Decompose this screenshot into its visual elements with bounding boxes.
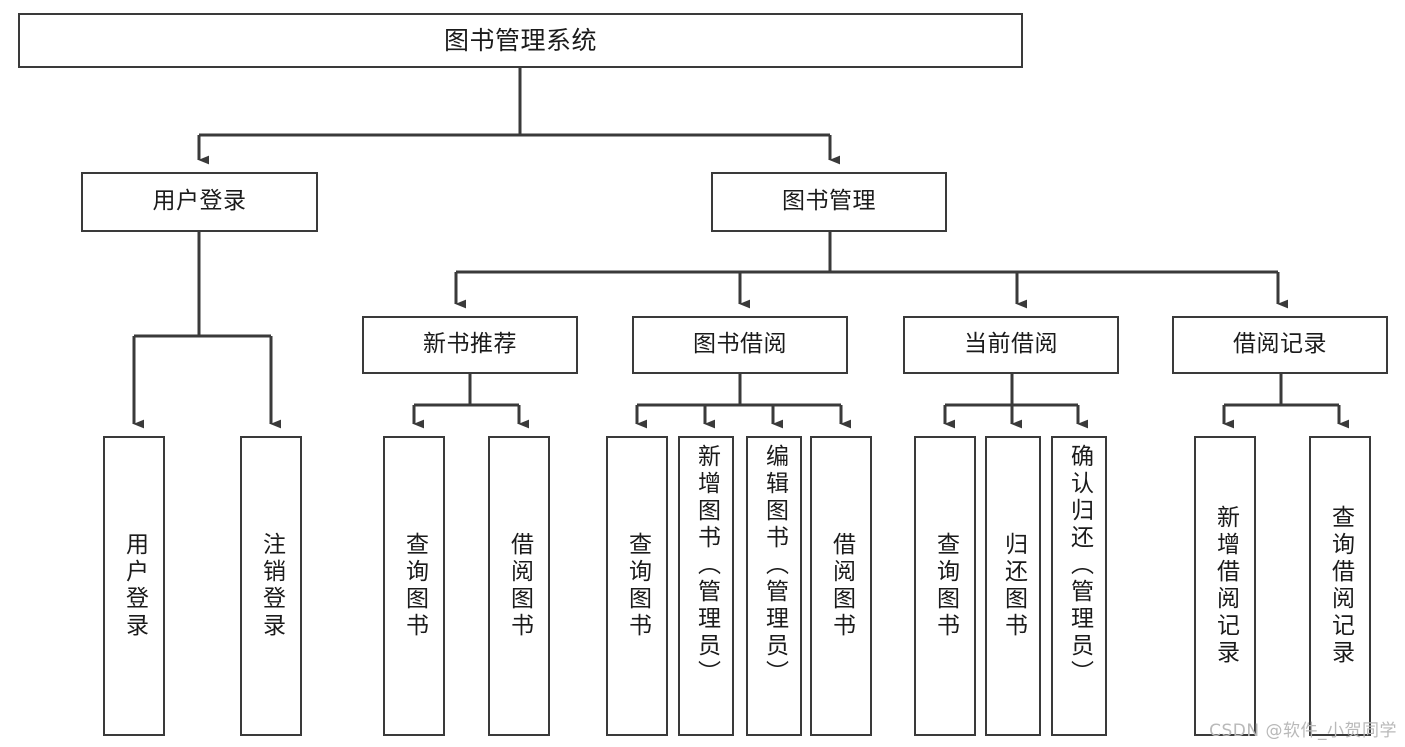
leaf-new-book-query-book[interactable]: 查询图书 [383, 436, 445, 736]
node-borrow-record-label: 借阅记录 [1233, 331, 1327, 358]
leaf-current-borrow-query-book[interactable]: 查询图书 [914, 436, 976, 736]
leaf-new-book-borrow-book[interactable]: 借阅图书 [488, 436, 550, 736]
leaf-borrow-record-add-record[interactable]: 新增借阅记录 [1194, 436, 1256, 736]
node-current-borrow[interactable]: 当前借阅 [903, 316, 1119, 374]
node-root-system[interactable]: 图书管理系统 [18, 13, 1023, 68]
node-book-management[interactable]: 图书管理 [711, 172, 947, 232]
node-new-book-recommend[interactable]: 新书推荐 [362, 316, 578, 374]
leaf-current-borrow-confirm-return-label: 确认归还（管理员） [1066, 444, 1093, 687]
leaf-book-borrow-add-book[interactable]: 新增图书（管理员） [678, 436, 734, 736]
leaf-book-borrow-query-book-label: 查询图书 [624, 532, 651, 640]
leaf-borrow-record-query-record-label: 查询借阅记录 [1327, 505, 1354, 667]
leaf-new-book-query-book-label: 查询图书 [401, 532, 428, 640]
node-new-book-recommend-label: 新书推荐 [423, 331, 517, 358]
leaf-borrow-record-query-record[interactable]: 查询借阅记录 [1309, 436, 1371, 736]
leaf-current-borrow-return-book[interactable]: 归还图书 [985, 436, 1041, 736]
node-user-login[interactable]: 用户登录 [81, 172, 318, 232]
csdn-watermark: CSDN @软件_小贺同学 [1209, 721, 1397, 741]
node-book-management-label: 图书管理 [782, 188, 876, 215]
node-current-borrow-label: 当前借阅 [964, 331, 1058, 358]
node-borrow-record[interactable]: 借阅记录 [1172, 316, 1388, 374]
leaf-book-borrow-edit-book-label: 编辑图书（管理员） [761, 444, 788, 687]
leaf-current-borrow-query-book-label: 查询图书 [932, 532, 959, 640]
leaf-book-borrow-borrow-book-label: 借阅图书 [828, 532, 855, 640]
leaf-user-login-signin[interactable]: 用户登录 [103, 436, 165, 736]
leaf-user-login-signin-label: 用户登录 [121, 532, 148, 640]
leaf-book-borrow-add-book-label: 新增图书（管理员） [693, 444, 720, 687]
leaf-book-borrow-query-book[interactable]: 查询图书 [606, 436, 668, 736]
leaf-user-login-signout-label: 注销登录 [258, 532, 285, 640]
leaf-borrow-record-add-record-label: 新增借阅记录 [1212, 505, 1239, 667]
leaf-user-login-signout[interactable]: 注销登录 [240, 436, 302, 736]
node-book-borrow-label: 图书借阅 [693, 331, 787, 358]
leaf-book-borrow-borrow-book[interactable]: 借阅图书 [810, 436, 872, 736]
node-root-system-label: 图书管理系统 [443, 25, 597, 55]
node-book-borrow[interactable]: 图书借阅 [632, 316, 848, 374]
leaf-current-borrow-confirm-return[interactable]: 确认归还（管理员） [1051, 436, 1107, 736]
leaf-new-book-borrow-book-label: 借阅图书 [506, 532, 533, 640]
leaf-current-borrow-return-book-label: 归还图书 [1000, 532, 1027, 640]
node-user-login-label: 用户登录 [152, 188, 247, 215]
leaf-book-borrow-edit-book[interactable]: 编辑图书（管理员） [746, 436, 802, 736]
